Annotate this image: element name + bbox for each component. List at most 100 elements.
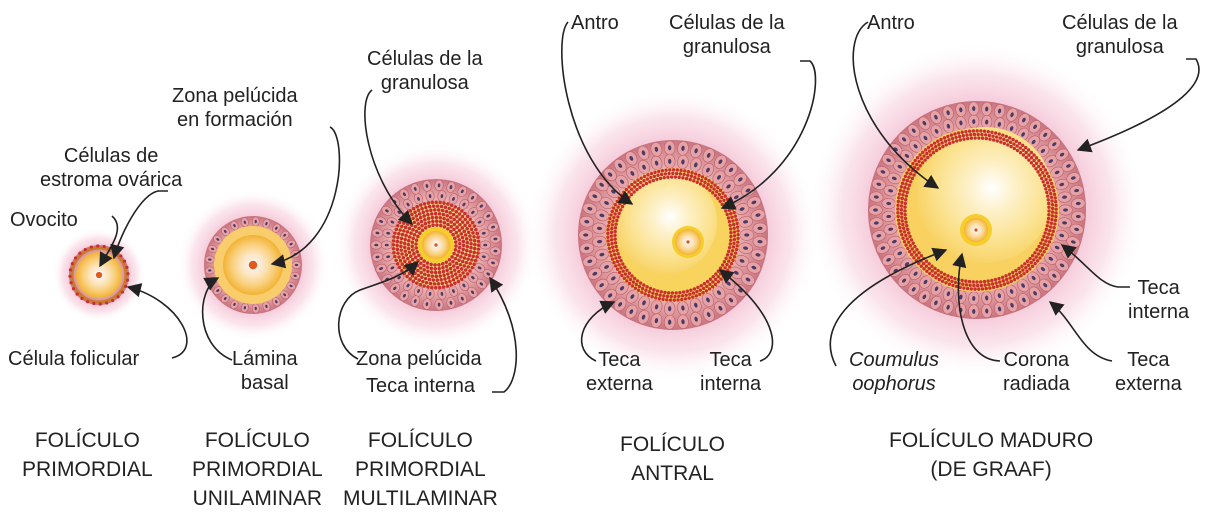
granulosa-cell (465, 249, 469, 253)
granulosa-cell (403, 242, 407, 246)
granulosa-cell (470, 266, 474, 270)
granulosa-cell (640, 176, 643, 179)
granulosa-cell (951, 284, 954, 287)
granulosa-cell (434, 286, 438, 290)
granulosa-cell (1013, 147, 1016, 150)
granulosa-cell (642, 283, 645, 286)
granulosa-cell (438, 201, 442, 205)
granulosa-cell (454, 272, 458, 276)
granulosa-cell (446, 202, 450, 206)
granulosa-cell (392, 251, 396, 255)
theca-nucleus (1063, 208, 1068, 211)
granulosa-cell (658, 297, 661, 300)
granulosa-cell (1050, 233, 1053, 236)
granulosa-cell (458, 212, 462, 216)
granulosa-cell (716, 186, 719, 189)
granulosa-cell (430, 286, 434, 290)
granulosa-cell (446, 272, 450, 276)
granulosa-cell (1039, 168, 1042, 171)
granulosa-cell (896, 204, 899, 207)
granulosa-cell (677, 176, 680, 179)
granulosa-cell (421, 210, 425, 214)
granulosa-cell (427, 224, 431, 228)
granulosa-cell (463, 218, 467, 222)
granulosa-cell (425, 281, 429, 285)
granulosa-cell (697, 174, 700, 177)
granulosa-cell (633, 277, 636, 280)
granulosa-cell (421, 280, 425, 284)
granulosa-cell (430, 201, 434, 205)
granulosa-cell (940, 271, 943, 274)
stage-title-multilaminar: FOLÍCULOPRIMORDIALMULTILAMINAR (343, 426, 498, 513)
granulosa-cell (617, 212, 620, 215)
granulosa-cell (1008, 276, 1011, 279)
granulosa-cell (606, 239, 609, 242)
granulosa-cell (452, 278, 456, 282)
granulosa-cell (411, 228, 415, 232)
granulosa-cell (620, 199, 623, 202)
granulosa-cell (636, 279, 639, 282)
granulosa-cell (415, 281, 419, 285)
granulosa-cell (406, 212, 410, 216)
granulosa-cell (419, 283, 423, 287)
granulosa-cell (436, 204, 440, 208)
granulosa-cell (701, 175, 704, 178)
granulosa-cell (1044, 187, 1047, 190)
granulosa-cell (440, 282, 444, 286)
granulosa-cell (1043, 250, 1046, 253)
granulosa-cell (729, 231, 732, 234)
granulosa-cell (430, 267, 434, 271)
granulosa-cell (722, 275, 725, 278)
granulosa-cell (402, 266, 406, 270)
granulosa-cell (908, 184, 911, 187)
granulosa-cell (412, 252, 416, 256)
granulosa-cell (905, 171, 908, 174)
granulosa-cell (452, 228, 456, 232)
granulosa-cell (973, 136, 976, 139)
granulosa-cell (903, 186, 906, 189)
granulosa-cell (629, 278, 632, 281)
granulosa-cell (940, 141, 943, 144)
granulosa-cell (1011, 138, 1014, 141)
granulosa-cell (1014, 269, 1017, 272)
granulosa-cell (472, 262, 476, 266)
granulosa-cell (959, 138, 962, 141)
granulosa-cell (611, 257, 614, 260)
granulosa-cell (454, 248, 458, 252)
granulosa-cell (443, 225, 447, 229)
granulosa-cell (705, 285, 708, 288)
granulosa-cell (613, 234, 616, 237)
granulosa-cell (1052, 226, 1055, 229)
granulosa-cell (644, 289, 647, 292)
granulosa-cell (1030, 261, 1033, 264)
granulosa-cell (621, 205, 624, 208)
granulosa-cell (937, 273, 940, 276)
granulosa-cell (1002, 138, 1005, 141)
granulosa-cell (1011, 271, 1014, 274)
granulosa-cell (988, 286, 991, 289)
granulosa-cell (710, 181, 713, 184)
granulosa-cell (916, 156, 919, 159)
granulosa-cell (423, 218, 427, 222)
granulosa-cell (71, 262, 74, 265)
granulosa-cell (455, 215, 459, 219)
granulosa-cell (697, 177, 700, 180)
granulosa-cell (116, 295, 119, 298)
granulosa-cell (705, 186, 708, 189)
granulosa-cell (938, 278, 941, 281)
granulosa-cell (630, 183, 633, 186)
granulosa-cell (998, 132, 1001, 135)
granulosa-cell (455, 225, 459, 229)
granulosa-cell (983, 130, 986, 133)
granulosa-cell (431, 216, 435, 220)
granulosa-cell (458, 246, 462, 250)
granulosa-cell (419, 203, 423, 207)
granulosa-cell (1054, 207, 1057, 210)
granulosa-cell (1001, 276, 1004, 279)
granulosa-cell (912, 256, 915, 259)
granulosa-cell (404, 226, 408, 230)
granulosa-cell (734, 214, 737, 217)
granulosa-cell (917, 160, 920, 163)
granulosa-cell (672, 168, 675, 171)
granulosa-cell (468, 224, 472, 228)
